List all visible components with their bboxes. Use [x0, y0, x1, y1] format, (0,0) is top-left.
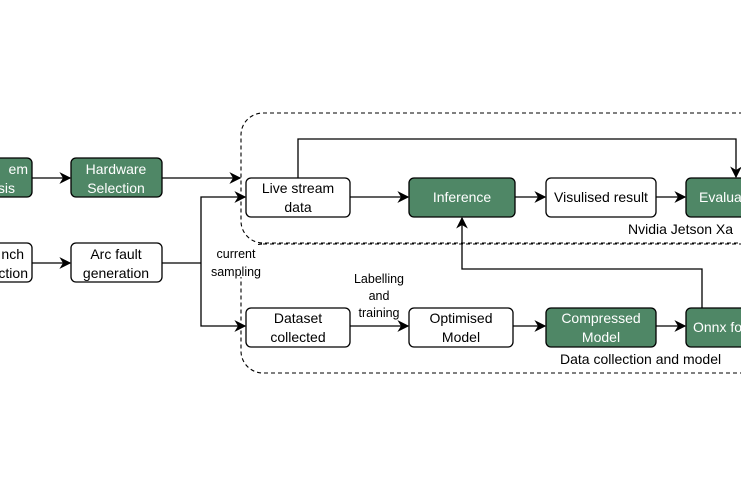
svg-text:Compressed: Compressed: [561, 310, 640, 326]
svg-text:data: data: [284, 199, 311, 215]
svg-text:ction: ction: [0, 265, 28, 281]
node-onnx-format: Onnx fo: [685, 307, 741, 348]
svg-text:Live stream: Live stream: [262, 180, 334, 196]
region-jetson: [240, 112, 741, 244]
node-system-analysis: em sis: [0, 157, 33, 198]
svg-text:Model: Model: [582, 329, 620, 345]
svg-text:Selection: Selection: [87, 180, 145, 196]
edge-to-dataset: [200, 263, 247, 332]
node-dataset-collected: Dataset collected: [245, 307, 351, 348]
label-line: current: [217, 247, 256, 261]
svg-text:Evalua: Evalua: [699, 189, 741, 205]
edge-to-live: [200, 191, 247, 263]
svg-text:Onnx fo: Onnx fo: [693, 319, 741, 335]
label-line: and: [369, 289, 390, 303]
node-bench-collection: nch ction: [0, 242, 33, 283]
node-compressed-model: Compressed Model: [545, 307, 657, 348]
node-live-stream-data: Live stream data: [245, 177, 351, 218]
label-line: sampling: [211, 265, 261, 279]
node-hardware-selection: Hardware Selection: [70, 157, 163, 198]
label-line: training: [359, 306, 400, 320]
region-data-collection-label: Data collection and model: [560, 351, 721, 367]
node-evaluation: Evalua: [685, 177, 741, 218]
svg-text:collected: collected: [270, 329, 325, 345]
svg-text:sis: sis: [0, 180, 15, 196]
node-arc-fault-generation: Arc fault generation: [70, 242, 163, 283]
svg-text:Arc fault: Arc fault: [90, 246, 141, 262]
svg-text:em: em: [9, 161, 28, 177]
svg-text:Hardware: Hardware: [86, 161, 147, 177]
label-current-sampling: current sampling: [208, 245, 264, 279]
svg-text:Dataset: Dataset: [274, 310, 322, 326]
edge-live-evaluation: [297, 138, 741, 179]
node-optimised-model: Optimised Model: [408, 307, 514, 348]
svg-text:Inference: Inference: [433, 189, 492, 205]
region-jetson-label: Nvidia Jetson Xa: [628, 221, 733, 237]
svg-text:generation: generation: [83, 265, 149, 281]
svg-text:nch: nch: [1, 246, 24, 262]
svg-text:Model: Model: [442, 329, 480, 345]
node-inference: Inference: [408, 177, 516, 218]
label-labelling-training: Labelling and training: [354, 272, 404, 320]
edge-onnx-inference: [456, 216, 703, 308]
svg-text:Optimised: Optimised: [429, 310, 492, 326]
label-line: Labelling: [354, 272, 404, 286]
node-visualised-result: Visulised result: [545, 177, 657, 218]
edges: [32, 138, 741, 332]
region-data-collection: [240, 243, 741, 374]
svg-text:Visulised result: Visulised result: [554, 189, 648, 205]
